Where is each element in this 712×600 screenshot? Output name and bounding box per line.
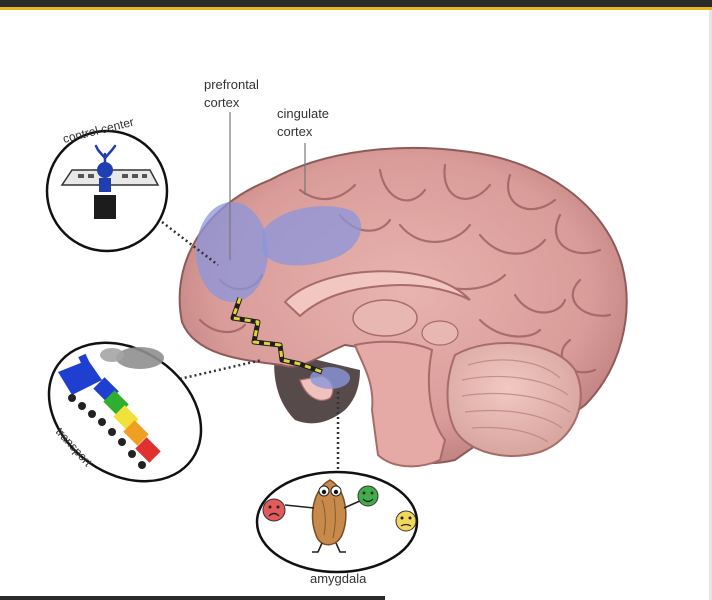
transport-callout <box>47 341 203 483</box>
sad-face-icon <box>262 498 286 522</box>
prefrontal-label-line2: cortex <box>204 95 240 110</box>
bottom-progress-bar <box>0 596 385 600</box>
leader-lines <box>161 112 340 472</box>
amygdala-label: amygdala <box>310 571 367 586</box>
cingulate-label-line2: cortex <box>277 124 313 139</box>
prefrontal-region <box>196 202 268 302</box>
confused-face-icon <box>395 510 417 532</box>
control-center-icon <box>60 144 160 219</box>
top-bar <box>0 0 712 10</box>
amygdala-character-icon <box>284 479 363 553</box>
happy-face-icon <box>357 485 379 507</box>
right-edge <box>709 10 712 600</box>
train-icon <box>58 347 164 469</box>
cingulate-region <box>262 206 362 266</box>
amygdala-callout <box>255 470 419 574</box>
cingulate-label-line1: cingulate <box>277 106 329 121</box>
brain-illustration <box>178 146 628 468</box>
control-center-callout <box>45 129 169 253</box>
top-accent-line <box>0 7 712 10</box>
prefrontal-label-line1: prefrontal <box>204 77 259 92</box>
